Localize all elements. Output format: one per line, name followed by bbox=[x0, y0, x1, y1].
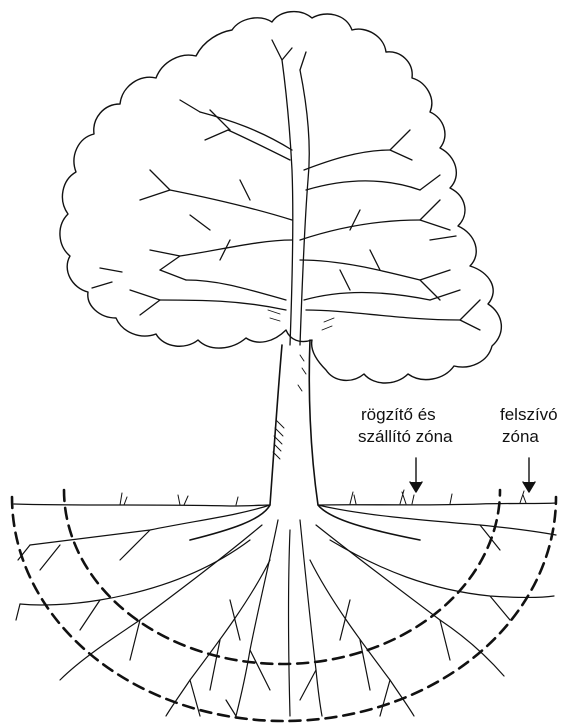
ground-line bbox=[14, 503, 556, 506]
absorbing-zone-label-line1: felszívó bbox=[500, 405, 558, 424]
anchoring-zone-label-line1: rögzítő és bbox=[361, 405, 436, 424]
grass-tufts bbox=[120, 490, 526, 505]
absorbing-zone-label-line2: zóna bbox=[502, 426, 558, 448]
anchoring-zone-arrow bbox=[410, 458, 422, 492]
anchoring-transport-zone-label: rögzítő és szállító zóna bbox=[361, 404, 453, 448]
tree-trunk bbox=[190, 345, 282, 540]
tree-crown-outline bbox=[60, 12, 501, 383]
absorbing-zone-arrow bbox=[523, 458, 535, 492]
absorbing-zone-label: felszívó zóna bbox=[500, 404, 558, 448]
root-system bbox=[16, 505, 556, 716]
anchoring-zone-label-line2: szállító zóna bbox=[358, 426, 453, 448]
inner-zone-boundary-arc bbox=[64, 490, 500, 664]
tree-branches bbox=[92, 40, 480, 345]
